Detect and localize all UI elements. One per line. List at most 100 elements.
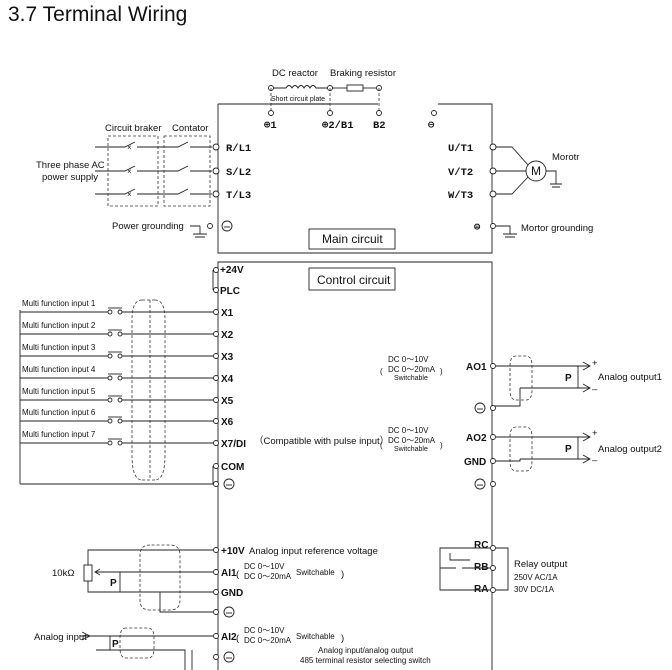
multi-function-input-label-6: Multi function input 6	[22, 408, 96, 417]
dc-bus-section: DC reactor Braking resistor Short circui…	[264, 68, 437, 132]
ground-icon-ao1	[474, 402, 486, 414]
terminal-gnd-ai: GND	[221, 588, 243, 599]
svg-text:): )	[440, 441, 443, 450]
braking-resistor-label: Braking resistor	[330, 68, 396, 79]
ai1-dc-v: DC 0～10V	[244, 562, 285, 571]
terminal-ra: RA	[474, 584, 488, 595]
terminal-dot-x7	[213, 440, 219, 446]
terminal-ai2: AI2	[221, 632, 237, 643]
ao1-switchable: Switchable	[394, 375, 428, 382]
svg-text:×: ×	[127, 143, 132, 152]
multi-function-input-label-1: Multi function input 1	[22, 299, 96, 308]
terminal-r-l1: R/L1	[226, 143, 251, 155]
analog-outputs: ( DC 0～10V DC 0～20mA Switchable ) AO1 + …	[380, 355, 662, 490]
svg-text:(: (	[380, 441, 383, 450]
svg-text:(: (	[380, 367, 383, 376]
supply-label-1: Three phase AC	[36, 160, 105, 171]
analog-input-label: Analog input	[34, 632, 87, 643]
multi-function-input-label-3: Multi function input 3	[22, 343, 96, 352]
ao2-plus: +	[592, 428, 598, 439]
terminal-p2-b1: ⊕2/B1	[322, 120, 354, 132]
svg-text:): )	[341, 633, 344, 644]
ai1-switchable: Switchable	[296, 568, 335, 577]
relay-output: RC RB RA Relay output 250V AC/1A 30V DC/…	[439, 540, 568, 595]
control-circuit-box-label	[308, 267, 396, 291]
terminal-dot-x4	[213, 375, 219, 381]
supply-label-2: power supply	[42, 172, 98, 183]
ground-icon-ao2	[474, 478, 486, 490]
terminal-ao1: AO1	[466, 362, 487, 373]
main-circuit-label: Main circuit	[322, 232, 383, 246]
ground-icon	[221, 220, 233, 232]
resistor-value: 10kΩ	[52, 568, 74, 579]
multi-function-input-label-4: Multi function input 4	[22, 365, 96, 374]
terminal-dot-x2	[213, 331, 219, 337]
ai1-p: P	[110, 578, 117, 589]
braking-resistor	[346, 84, 364, 92]
page-heading: 3.7 Terminal Wiring	[8, 3, 188, 26]
terminal-u-t1: U/T1	[448, 143, 473, 155]
motor-ground-symbol: ⊜	[474, 222, 481, 234]
ground-icon-ai1	[223, 606, 235, 618]
terminal-dot-x5	[213, 397, 219, 403]
motor-symbol: M	[531, 164, 541, 178]
relay-rating-ac: 250V AC/1A	[514, 573, 558, 582]
motor-label: Morotr	[552, 152, 579, 163]
terminal-x4: X4	[221, 374, 234, 385]
ai2-p: P	[112, 639, 119, 650]
analog-inputs: +10V Analog input reference voltage AI1 …	[34, 544, 431, 670]
ai2-dc-ma: DC 0～20mA	[244, 636, 292, 645]
ao1-dc-ma: DC 0～20mA	[388, 365, 436, 374]
ai2-switchable: Switchable	[296, 632, 335, 641]
input-power-section: Circuit braker Contator Three phase AC p…	[36, 123, 251, 238]
dc-reactor-label: DC reactor	[272, 68, 318, 79]
switch-note-2: 485 terminal resistor selecting switch	[300, 656, 431, 665]
terminal-24v: +24V	[220, 265, 244, 276]
terminal-v-t2: V/T2	[448, 167, 473, 179]
ao1-p: P	[565, 373, 572, 384]
ao2-dc-v: DC 0～10V	[388, 426, 429, 435]
control-circuit-label: Control circuit	[317, 273, 391, 287]
multi-function-input-label-7: Multi function input 7	[22, 430, 96, 439]
terminal-com: COM	[221, 462, 244, 473]
terminal-dot-x6	[213, 418, 219, 424]
ground-icon-com	[223, 478, 235, 490]
svg-text:×: ×	[127, 190, 132, 199]
multi-function-input-label-5: Multi function input 5	[22, 387, 96, 396]
x7-note: （Compatible with pulse input）	[254, 435, 389, 447]
terminal-x5: X5	[221, 396, 234, 407]
svg-text:): )	[341, 569, 344, 580]
terminal-negative: ⊖	[428, 120, 435, 132]
terminal-gnd-ao: GND	[464, 457, 486, 468]
contactor-label: Contator	[172, 123, 208, 134]
ao2-minus: –	[592, 455, 598, 466]
terminal-rb: RB	[474, 562, 488, 573]
terminal-ai1: AI1	[221, 568, 237, 579]
relay-rating-dc: 30V DC/1A	[514, 585, 555, 594]
ao1-dc-v: DC 0～10V	[388, 355, 429, 364]
terminal-w-t3: W/T3	[448, 190, 473, 202]
ao2-dc-ma: DC 0～20mA	[388, 436, 436, 445]
ao1-plus: +	[592, 358, 598, 369]
terminal-dot-x1	[213, 309, 219, 315]
terminal-x1: X1	[221, 308, 234, 319]
ground-icon-ai2	[223, 651, 235, 663]
terminal-x7: X7/DI	[221, 439, 246, 450]
terminal-x2: X2	[221, 330, 234, 341]
analog-output2-label: Analog output2	[598, 444, 662, 455]
svg-text:×: ×	[127, 167, 132, 176]
ao2-switchable: Switchable	[394, 446, 428, 453]
relay-output-label: Relay output	[514, 559, 568, 570]
svg-text:(: (	[236, 569, 240, 580]
control-circuit-box	[217, 261, 493, 670]
potentiometer	[83, 564, 93, 582]
analog-output1-label: Analog output1	[598, 372, 662, 383]
svg-text:): )	[440, 367, 443, 376]
power-grounding-label: Power grounding	[112, 221, 184, 232]
terminal-b2: B2	[373, 120, 386, 132]
terminal-dot-x3	[213, 353, 219, 359]
motor-section: U/T1 V/T2 W/T3 M Morotr ⊜ Mortor groundi…	[448, 143, 593, 238]
terminal-ao2: AO2	[466, 433, 487, 444]
